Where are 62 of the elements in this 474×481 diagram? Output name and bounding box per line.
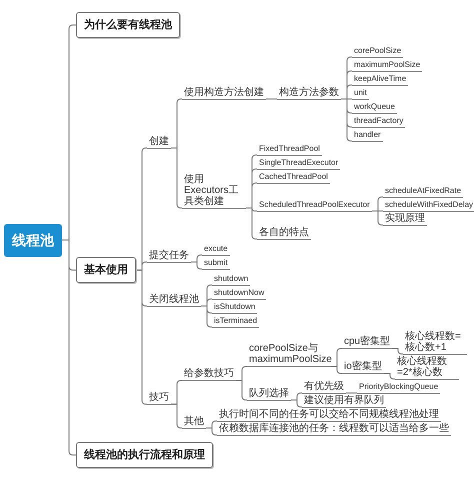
branch-line bbox=[340, 98, 352, 142]
subtopic-label: 使用Executors工具类创建 bbox=[182, 174, 246, 208]
branch-line bbox=[330, 366, 342, 374]
subtopic-label: 有优先级 bbox=[302, 380, 346, 394]
subtopic-label: 提交任务 bbox=[147, 250, 191, 262]
main-topic-box: 基本使用 bbox=[76, 256, 136, 284]
subtopic-label: 队列选择 bbox=[247, 388, 291, 400]
subtopic-label: FixedThreadPool bbox=[257, 142, 322, 156]
subtopic-label: submit bbox=[202, 256, 230, 270]
subtopic-label: SingleThreadExecutor bbox=[257, 156, 340, 170]
subtopic-label: 其他 bbox=[182, 416, 206, 428]
subtopic-label: 创建 bbox=[147, 136, 171, 148]
subtopic-label: 核心线程数=核心数+1 bbox=[403, 330, 467, 354]
branch-line bbox=[200, 306, 212, 328]
subtopic-label: CachedThreadPool bbox=[257, 170, 330, 184]
subtopic-label: PriorityBlockingQueue bbox=[357, 380, 440, 394]
subtopic-label: 实现原理 bbox=[383, 212, 427, 226]
branch-line bbox=[190, 262, 202, 270]
subtopic-label: threadFactory bbox=[352, 114, 406, 128]
subtopic-label: corePoolSize与maximumPoolSize bbox=[247, 343, 331, 367]
subtopic-label: isShutdown bbox=[212, 300, 258, 314]
subtopic-label: io密集型 bbox=[342, 361, 384, 374]
subtopic-label: corePoolSize bbox=[352, 44, 404, 58]
subtopic-label: 构造方法参数 bbox=[277, 86, 341, 100]
branch-line bbox=[266, 98, 278, 100]
subtopic-label: 依赖数据库连接池的任务：线程数可以适当给多一些 bbox=[217, 422, 451, 436]
branch-line bbox=[290, 400, 302, 408]
subtopic-label: 执行时间不同的任务可以交给不同规模线程池处理 bbox=[217, 408, 441, 422]
subtopic-label: cpu密集型 bbox=[342, 336, 392, 349]
central-topic-box: 线程池 bbox=[4, 224, 62, 256]
subtopic-label: scheduleAtFixedRate bbox=[383, 184, 464, 198]
subtopic-label: keepAliveTime bbox=[352, 72, 408, 86]
subtopic-label: 各自的特点 bbox=[257, 226, 311, 240]
branch-line bbox=[384, 373, 396, 380]
branch-line bbox=[372, 210, 384, 226]
subtopic-label: workQueue bbox=[352, 100, 397, 114]
subtopic-label: 使用构造方法创建 bbox=[182, 86, 266, 100]
subtopic-label: shutdownNow bbox=[212, 286, 266, 300]
branch-line bbox=[170, 148, 182, 208]
subtopic-label: unit bbox=[352, 86, 369, 100]
subtopic-label: 技巧 bbox=[147, 392, 171, 405]
subtopic-label: isTerminaed bbox=[212, 314, 260, 328]
main-topic-box: 为什么要有线程池 bbox=[76, 12, 180, 38]
branch-line bbox=[170, 404, 182, 428]
subtopic-label: 给参数技巧 bbox=[182, 368, 236, 381]
branch-line bbox=[236, 380, 248, 400]
subtopic-label: ScheduledThreadPoolExecutor bbox=[257, 198, 372, 212]
branch-line bbox=[392, 348, 404, 354]
branch-line bbox=[246, 208, 258, 240]
branch-line bbox=[62, 240, 76, 456]
subtopic-label: 关闭线程池 bbox=[147, 294, 201, 306]
subtopic-label: scheduleWithFixedDelay bbox=[383, 198, 474, 212]
subtopic-label: 建议使用有界队列 bbox=[302, 394, 386, 408]
subtopic-label: handler bbox=[352, 128, 383, 142]
subtopic-label: shutdown bbox=[212, 272, 250, 286]
subtopic-label: 核心线程数=2*核心数 bbox=[395, 356, 459, 380]
branch-line bbox=[136, 270, 148, 405]
main-topic-box: 线程池的执行流程和原理 bbox=[76, 442, 213, 468]
branch-line bbox=[206, 428, 218, 436]
subtopic-label: excute bbox=[202, 242, 230, 256]
branch-line bbox=[346, 392, 358, 394]
subtopic-label: maximumPoolSize bbox=[352, 58, 422, 72]
